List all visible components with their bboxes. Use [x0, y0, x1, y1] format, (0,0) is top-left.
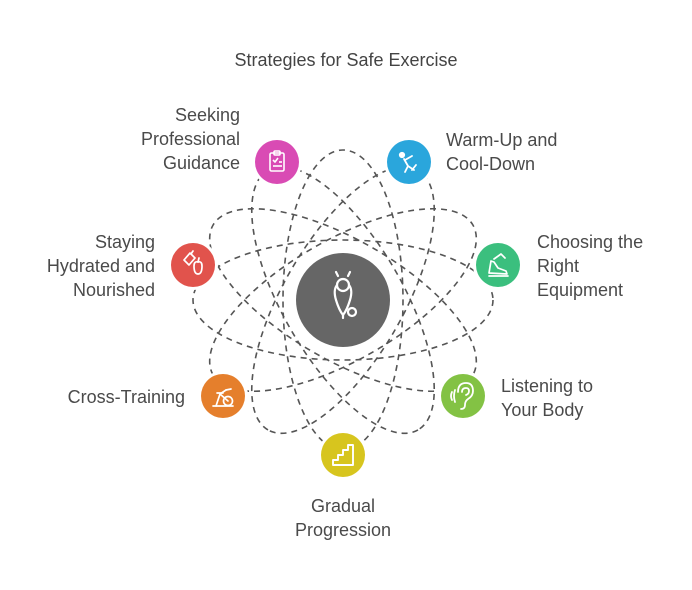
label-cross-training: Cross-Training — [67, 387, 185, 407]
node-listening-to-your-body — [438, 371, 488, 421]
node-staying-hydrated-nourished — [168, 240, 218, 290]
stethoscope-icon — [333, 270, 358, 320]
node-seeking-professional-guidance — [252, 137, 302, 187]
node-gradual-progression — [318, 430, 368, 480]
label-staying-hydrated-nourished: Staying Hydrated and Nourished — [46, 232, 155, 300]
diagram-title: Strategies for Safe Exercise — [234, 50, 458, 70]
stretching-person-icon — [398, 151, 417, 173]
exercise-bike-icon — [212, 388, 234, 407]
label-gradual-progression: Gradual Progression — [294, 496, 392, 540]
clipboard-checklist-icon — [269, 150, 285, 172]
center-hub — [290, 247, 396, 353]
label-listening-to-your-body: Listening to Your Body — [501, 376, 594, 420]
label-seeking-professional-guidance: Seeking Professional Guidance — [140, 105, 240, 173]
label-choosing-right-equipment: Choosing the Right Equipment — [537, 232, 644, 300]
node-choosing-right-equipment — [473, 240, 523, 290]
ear-icon — [450, 382, 474, 410]
label-warm-up-cool-down: Warm-Up and Cool-Down — [446, 130, 558, 174]
apple-bottle-icon — [183, 250, 203, 275]
node-cross-training — [198, 371, 248, 421]
orbit-ellipse — [192, 239, 494, 361]
stairs-icon — [332, 444, 354, 466]
node-warm-up-cool-down — [384, 137, 434, 187]
running-shoe-icon — [488, 253, 509, 277]
center-circle-fill — [296, 253, 390, 347]
